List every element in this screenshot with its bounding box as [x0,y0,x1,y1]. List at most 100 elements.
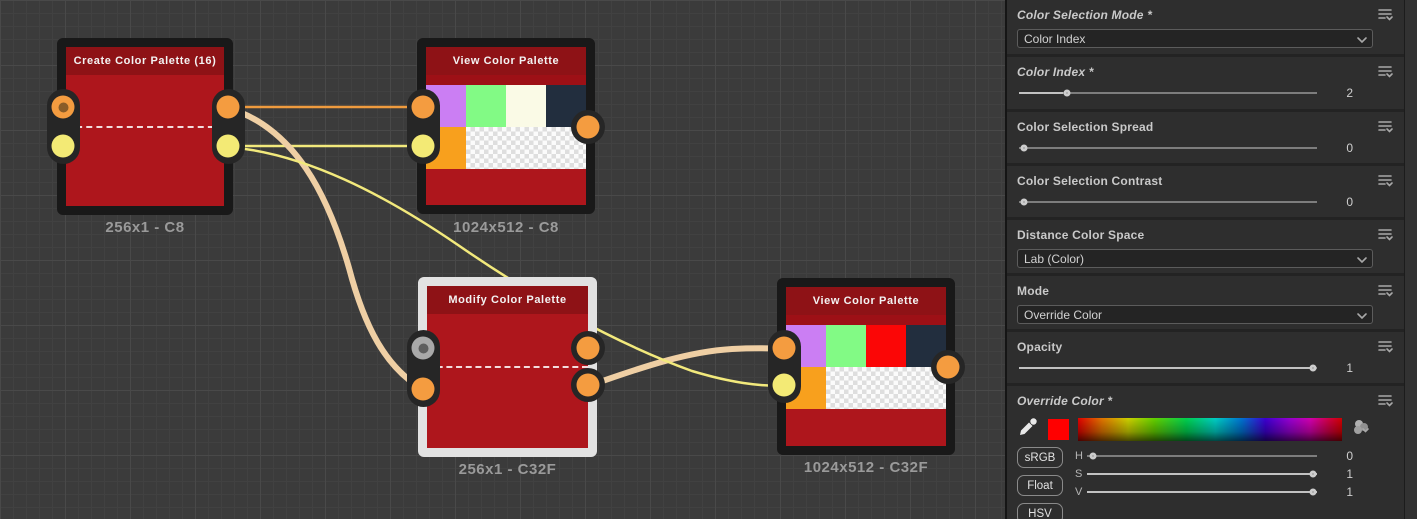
param-row-color-index: Color Index * 2 [1007,57,1417,109]
view1-input-port-yellow[interactable] [411,134,435,158]
slider-handle[interactable] [1089,452,1097,460]
params-menu-icon[interactable] [1378,394,1395,409]
distance-color-space-select[interactable]: Lab (Color) [1017,249,1373,268]
node-title: Modify Color Palette [427,286,588,314]
srgb-button[interactable]: sRGB [1017,447,1063,468]
params-menu-icon[interactable] [1378,284,1395,299]
slider-fill [1019,367,1313,369]
slider-letter: V [1075,486,1083,498]
slider-handle[interactable] [1309,470,1317,478]
modify-input-port-orange[interactable] [411,377,435,401]
node-caption: 1024x512 - C8 [453,219,559,236]
opacity-slider[interactable]: 1 [1017,356,1373,380]
node-view-color-palette-1[interactable]: View Color Palette [417,38,595,214]
slider-handle[interactable] [1020,198,1028,206]
node-graph-canvas[interactable]: Create Color Palette (16) 256x1 - C8 Vie… [0,0,1005,519]
create-input-port-yellow[interactable] [51,134,75,158]
param-row-color-selection-mode: Color Selection Mode * Color Index [1007,0,1417,54]
wire-modify-to-view2-highlighted[interactable] [587,345,787,389]
palette-preview-line [427,366,588,368]
modify-output-port-orange-bottom[interactable] [576,373,600,397]
create-input-port-orange[interactable] [51,95,75,119]
wire-create-to-modify-highlighted[interactable] [227,105,426,393]
params-menu-icon[interactable] [1378,120,1395,135]
transparency-checkerboard [466,127,586,169]
color-selection-spread-slider[interactable]: 0 [1017,136,1373,160]
slider-track[interactable] [1087,455,1317,457]
view1-output-port-orange[interactable] [576,115,600,139]
modify-output-port-orange-top[interactable] [576,336,600,360]
param-row-opacity: Opacity 1 [1007,332,1417,383]
slider-value[interactable]: 1 [1346,361,1353,375]
palette-row-1 [786,325,946,367]
properties-panel: Color Selection Mode * Color Index Color… [1005,0,1417,519]
slider-track[interactable] [1019,92,1317,94]
color-picker-row [1017,416,1373,443]
slider-value[interactable]: 1 [1346,485,1353,499]
selected-option: Override Color [1024,307,1103,322]
chevron-down-icon [1356,34,1368,48]
palette-swatch [466,85,506,127]
node-header-strip [426,75,586,85]
panel-scrollbar[interactable] [1404,0,1417,519]
chevron-down-icon [1356,254,1368,268]
node-caption: 256x1 - C32F [458,461,557,478]
node-caption: 1024x512 - C32F [803,459,929,476]
slider-handle[interactable] [1063,89,1071,97]
slider-track[interactable] [1087,491,1317,493]
params-menu-icon[interactable] [1378,174,1395,189]
mode-select[interactable]: Override Color [1017,305,1373,324]
slider-track[interactable] [1019,147,1317,149]
slider-value[interactable]: 0 [1346,449,1353,463]
slider-value[interactable]: 1 [1346,467,1353,481]
create-output-port-yellow[interactable] [216,134,240,158]
palette-swatch [826,325,866,367]
param-label: Mode [1017,284,1050,298]
create-output-port-orange[interactable] [216,95,240,119]
node-create-color-palette[interactable]: Create Color Palette (16) [57,38,233,215]
float-button[interactable]: Float [1017,475,1063,496]
params-menu-icon[interactable] [1378,340,1395,355]
color-selection-contrast-slider[interactable]: 0 [1017,190,1373,214]
eyedropper-icon[interactable] [1017,416,1039,443]
params-menu-icon[interactable] [1378,8,1395,23]
node-caption: 256x1 - C8 [105,219,185,236]
saturation-slider[interactable]: S 1 [1075,465,1373,483]
view1-input-port-orange[interactable] [411,95,435,119]
value-slider[interactable]: V 1 [1075,483,1373,501]
color-index-slider[interactable]: 2 [1017,81,1373,105]
chevron-down-icon [1356,310,1368,324]
hue-slider[interactable]: H 0 [1075,447,1373,465]
param-row-mode: Mode Override Color [1007,276,1417,329]
slider-value[interactable]: 2 [1346,86,1353,100]
node-modify-color-palette[interactable]: Modify Color Palette [418,277,597,457]
node-view-color-palette-2[interactable]: View Color Palette [777,278,955,455]
param-row-color-selection-spread: Color Selection Spread 0 [1007,112,1417,163]
params-menu-icon[interactable] [1378,228,1395,243]
slider-letter: S [1075,468,1083,480]
current-color-swatch[interactable] [1048,419,1069,440]
modify-input-port-gray[interactable] [411,336,435,360]
slider-handle[interactable] [1309,364,1317,372]
slider-track[interactable] [1087,473,1317,475]
slider-value[interactable]: 0 [1346,141,1353,155]
selected-option: Color Index [1024,31,1086,46]
color-selection-mode-select[interactable]: Color Index [1017,29,1373,48]
param-label: Color Selection Contrast [1017,174,1163,188]
slider-track[interactable] [1019,201,1317,203]
node-header-strip [786,315,946,325]
color-options-icon[interactable] [1351,417,1371,442]
hsv-button[interactable]: HSV [1017,503,1063,519]
slider-handle[interactable] [1309,488,1317,496]
params-menu-icon[interactable] [1378,65,1395,80]
slider-value[interactable]: 0 [1346,195,1353,209]
palette-row-2 [786,367,946,409]
view2-input-port-orange[interactable] [772,336,796,360]
hue-gradient-bar[interactable] [1078,418,1342,441]
view2-output-port-orange[interactable] [936,355,960,379]
view2-input-port-yellow[interactable] [772,373,796,397]
param-row-override-color: Override Color * [1007,386,1417,519]
slider-handle[interactable] [1020,144,1028,152]
node-title: View Color Palette [786,287,946,315]
hsv-sliders: H 0 S 1 V 1 [1075,447,1373,519]
